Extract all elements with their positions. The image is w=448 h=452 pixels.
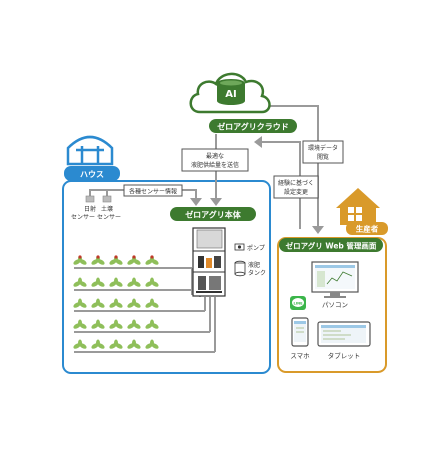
- soil-sensor-line1: 土壌: [101, 205, 113, 213]
- plant-icon: [73, 277, 87, 287]
- line-app-icon: [290, 296, 306, 310]
- plant-icon: [109, 277, 123, 287]
- plant-icon: [73, 339, 87, 349]
- plant-icon: [109, 298, 123, 308]
- web-console-pill: [279, 238, 383, 252]
- plant-icon: [145, 255, 159, 265]
- note-env-box: [302, 140, 344, 164]
- plant-icon: [91, 255, 105, 265]
- soil-sensor-line2: センサー: [97, 214, 121, 221]
- note-sensor-info: 各種センサー情報: [129, 188, 177, 196]
- fertilizer-tank-icon: [234, 260, 246, 277]
- pump-icon: [234, 243, 245, 251]
- pc-label: パソコン: [322, 301, 348, 309]
- plant-icon: [145, 319, 159, 329]
- solar-sensor-line1: 日射: [84, 205, 96, 213]
- plant-icon: [145, 277, 159, 287]
- solar-sensor-line2: センサー: [71, 214, 95, 221]
- soil-sensor-icon: [102, 195, 112, 203]
- note-sensor-box: [123, 184, 183, 197]
- farmer-label: 生産者: [356, 224, 379, 234]
- house-label-pill: [64, 166, 120, 181]
- line-badge-text: LINE: [293, 301, 303, 305]
- plant-icon: [145, 298, 159, 308]
- main-unit-label: ゼロアグリ本体: [185, 210, 242, 220]
- plant-icon: [127, 298, 141, 308]
- note-exp-line1: 経験に基づく: [278, 179, 314, 187]
- smartphone-icon: [291, 317, 309, 347]
- plant-icon: [73, 319, 87, 329]
- pump-label: ポンプ: [247, 244, 265, 252]
- plant-icon: [91, 298, 105, 308]
- plant-icon: [91, 319, 105, 329]
- note-env-line2: 閲覧: [317, 153, 329, 161]
- farmer-label-pill: [346, 222, 388, 235]
- note-send-line1: 最適な: [206, 152, 224, 160]
- arrow-to-web: [312, 226, 324, 234]
- note-env-line1: 環境データ: [308, 144, 338, 152]
- tank-label-line2: タンク: [248, 269, 266, 277]
- plant-icon: [91, 277, 105, 287]
- connector-lines: [74, 105, 319, 353]
- note-send-box: [181, 148, 249, 172]
- house-label: ハウス: [80, 170, 104, 179]
- tablet-label: タブレット: [328, 351, 361, 360]
- solar-sensor-icon: [85, 195, 95, 203]
- plant-icon: [127, 277, 141, 287]
- main-unit-machine-icon: [192, 227, 226, 297]
- tablet-icon: [317, 321, 371, 347]
- cloud-label-pill: [209, 119, 297, 133]
- plant-icon: [145, 339, 159, 349]
- note-send-line2: 液肥供給量を送信: [191, 161, 239, 169]
- farmhouse-icon: [336, 188, 380, 225]
- cloud-label: ゼロアグリクラウド: [217, 122, 289, 132]
- plant-icon: [73, 255, 87, 265]
- plant-icon: [127, 319, 141, 329]
- note-exp-box: [273, 175, 319, 199]
- note-exp-line2: 設定変更: [284, 188, 308, 196]
- main-unit-pill: [170, 207, 256, 221]
- plant-icon: [109, 339, 123, 349]
- tank-label-line1: 液肥: [248, 261, 260, 269]
- cloud-database-icon: [189, 72, 271, 114]
- plant-icon: [73, 298, 87, 308]
- plant-rows: [73, 255, 159, 349]
- plant-icon: [109, 255, 123, 265]
- plant-icon: [109, 319, 123, 329]
- plant-icon: [127, 255, 141, 265]
- greenhouse-icon: [66, 135, 114, 166]
- pc-monitor-icon: [311, 261, 359, 298]
- web-console-label: ゼロアグリ Web 管理画面: [286, 241, 377, 251]
- arrow-to-main-unit: [210, 198, 222, 206]
- house-region: [62, 180, 271, 374]
- cloud-ai-badge: AI: [225, 89, 236, 100]
- plant-icon: [91, 339, 105, 349]
- arrow-to-cloud: [254, 136, 262, 148]
- plant-icon: [127, 339, 141, 349]
- arrow-sensor-to-main: [190, 198, 202, 206]
- smartphone-label: スマホ: [290, 352, 310, 360]
